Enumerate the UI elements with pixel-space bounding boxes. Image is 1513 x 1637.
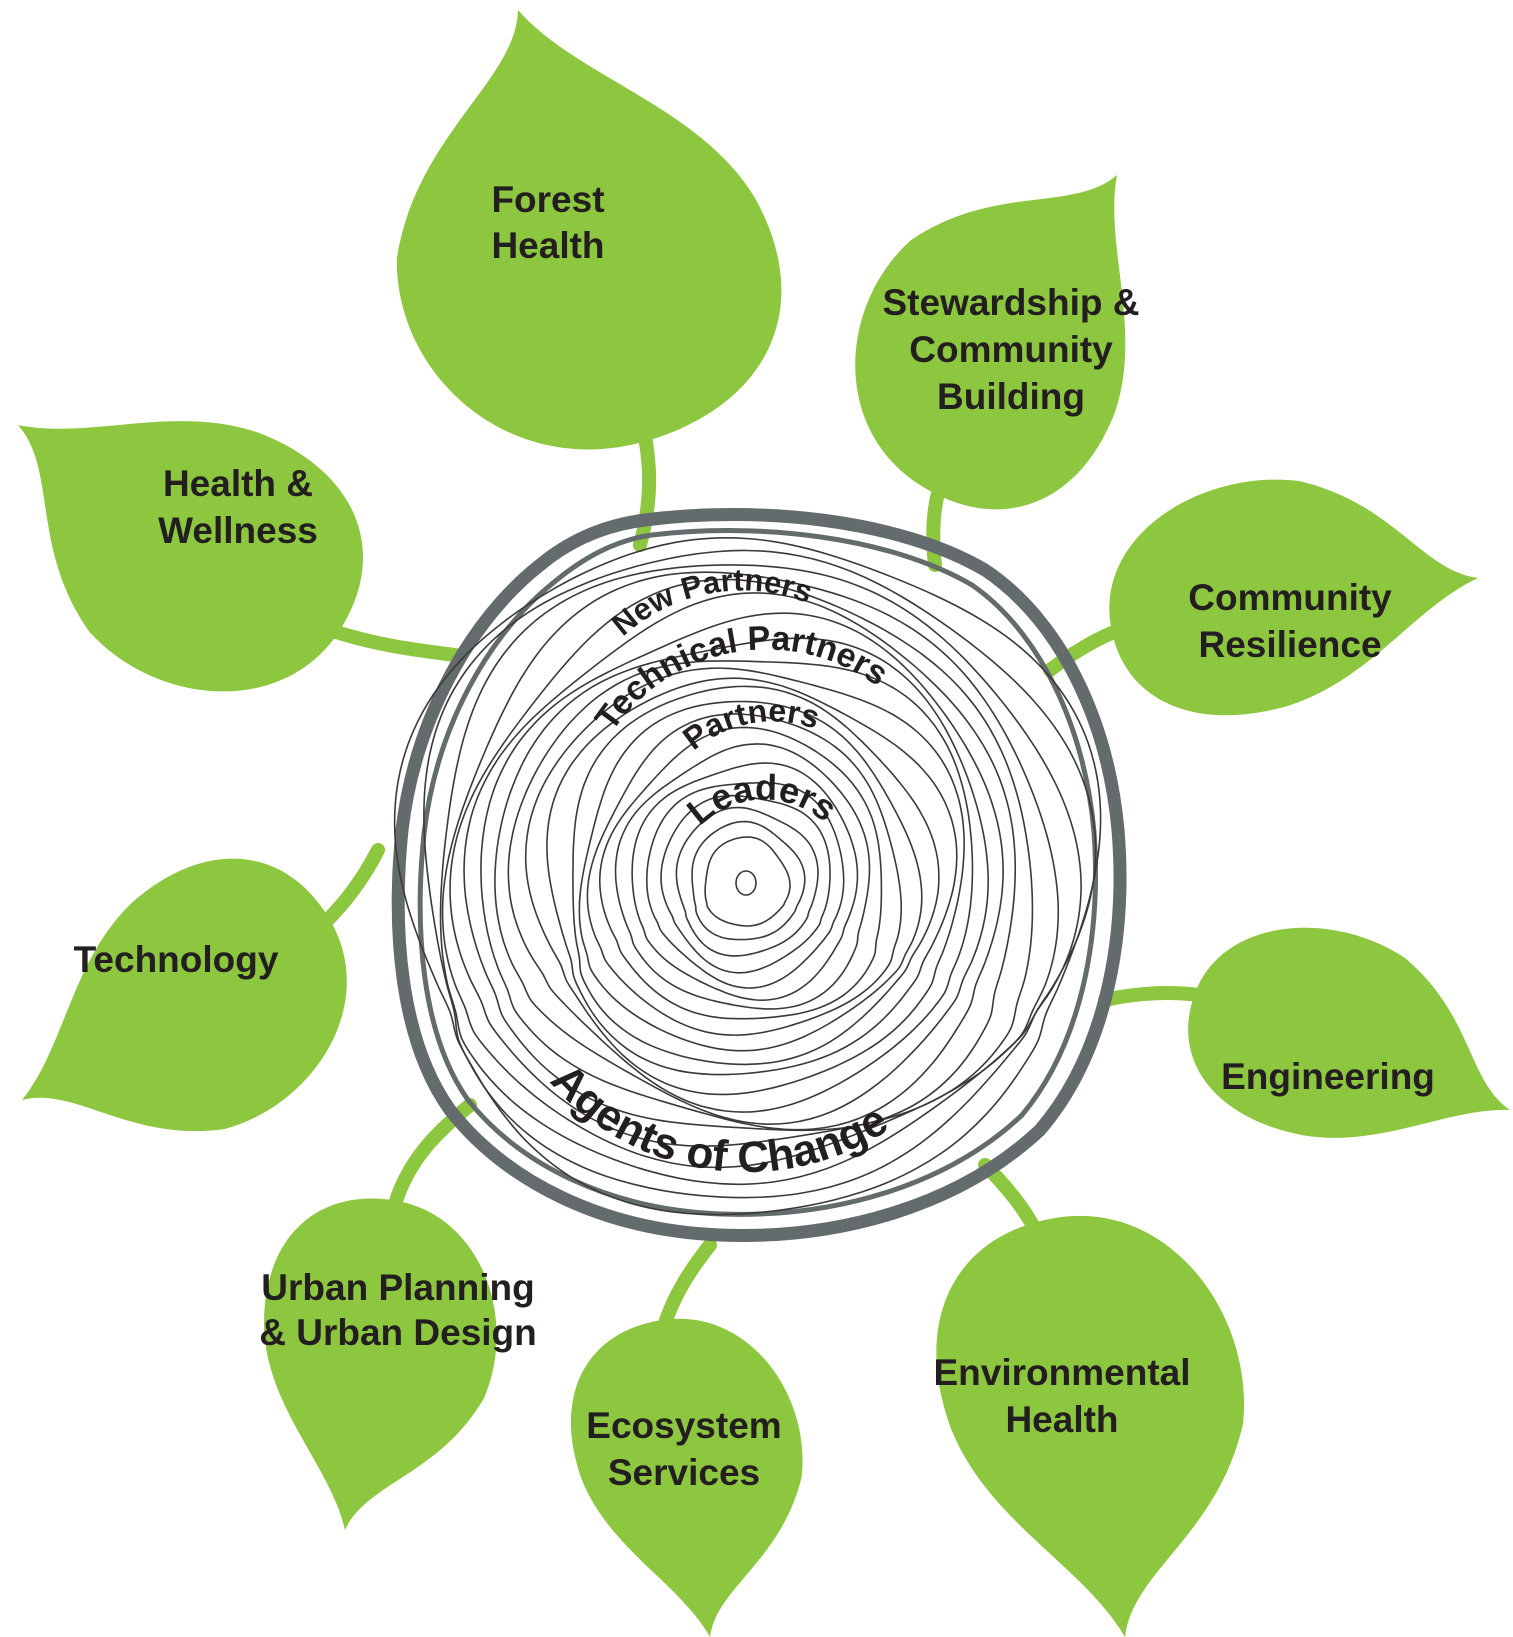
ring-label-partners: Partners (676, 692, 824, 756)
leaf-label-line: Services (608, 1452, 760, 1493)
leaf-urban-planning (234, 1184, 516, 1548)
leaf-label-line: Urban Planning (261, 1267, 534, 1308)
growth-ring (393, 536, 1102, 1216)
leaf-label-line: Community (909, 329, 1113, 370)
growth-ring (449, 578, 1034, 1147)
leaf-label-engineering: Engineering (1221, 1056, 1435, 1097)
growth-ring (546, 677, 958, 1076)
growth-ring (614, 743, 871, 1010)
growth-ring (691, 820, 806, 941)
growth-ring (660, 794, 831, 974)
leaf-label-technology: Technology (74, 939, 279, 980)
leaf-label-line: Wellness (158, 510, 318, 551)
growth-ring (645, 781, 845, 989)
growth-ring (507, 660, 974, 1113)
growth-ring (598, 726, 883, 1020)
bark-outline (391, 507, 1127, 1242)
growth-ring (572, 685, 940, 1066)
leaf-label-line: Engineering (1221, 1056, 1435, 1097)
growth-ring (675, 806, 819, 957)
leaf-engineering (1160, 889, 1513, 1203)
leaf-label-line: Resilience (1198, 624, 1381, 665)
leaf-label-line: Health (491, 225, 604, 266)
stem-health-wellness (323, 623, 462, 662)
growth-ring (439, 564, 1082, 1186)
growth-ring (578, 700, 923, 1052)
stump-pith (735, 870, 757, 896)
leaf-stewardship (797, 97, 1227, 555)
leaf-label-line: Ecosystem (586, 1405, 781, 1446)
leaf-label-line: Stewardship & (883, 282, 1140, 323)
leaf-technology (0, 817, 398, 1215)
growth-ring (463, 592, 1017, 1132)
leaf-label-line: Building (937, 376, 1085, 417)
leaf-label-line: Community (1188, 577, 1392, 618)
growth-ring (441, 571, 1060, 1169)
leaf-label-line: Health (1005, 1399, 1118, 1440)
growth-ring (423, 549, 1097, 1199)
growth-ring (704, 836, 791, 927)
leaf-label-line: Environmental (934, 1352, 1191, 1393)
growth-ring (631, 762, 859, 1001)
leaf-label-line: Technology (74, 939, 279, 980)
bark-outline-inner (417, 528, 1098, 1217)
leaf-label-line: Forest (491, 179, 604, 220)
leaf-stems (298, 388, 1247, 1347)
leaf-label-line: Health & (163, 463, 313, 504)
growth-ring (586, 713, 903, 1036)
growth-rings (393, 536, 1102, 1216)
leaf-label-urban-planning: Urban Planning& Urban Design (259, 1267, 537, 1353)
leaf-label-line: & Urban Design (259, 1312, 537, 1353)
growth-ring (524, 667, 965, 1096)
leaf-label-health-wellness: Health & Wellness (158, 463, 318, 551)
growth-ring (494, 637, 989, 1126)
growth-ring (480, 612, 1004, 1131)
tree-stump (391, 507, 1127, 1242)
ring-label-leaders: Leaders (679, 767, 845, 833)
outer-label-agents-of-change: Agents of Change (542, 1055, 896, 1183)
